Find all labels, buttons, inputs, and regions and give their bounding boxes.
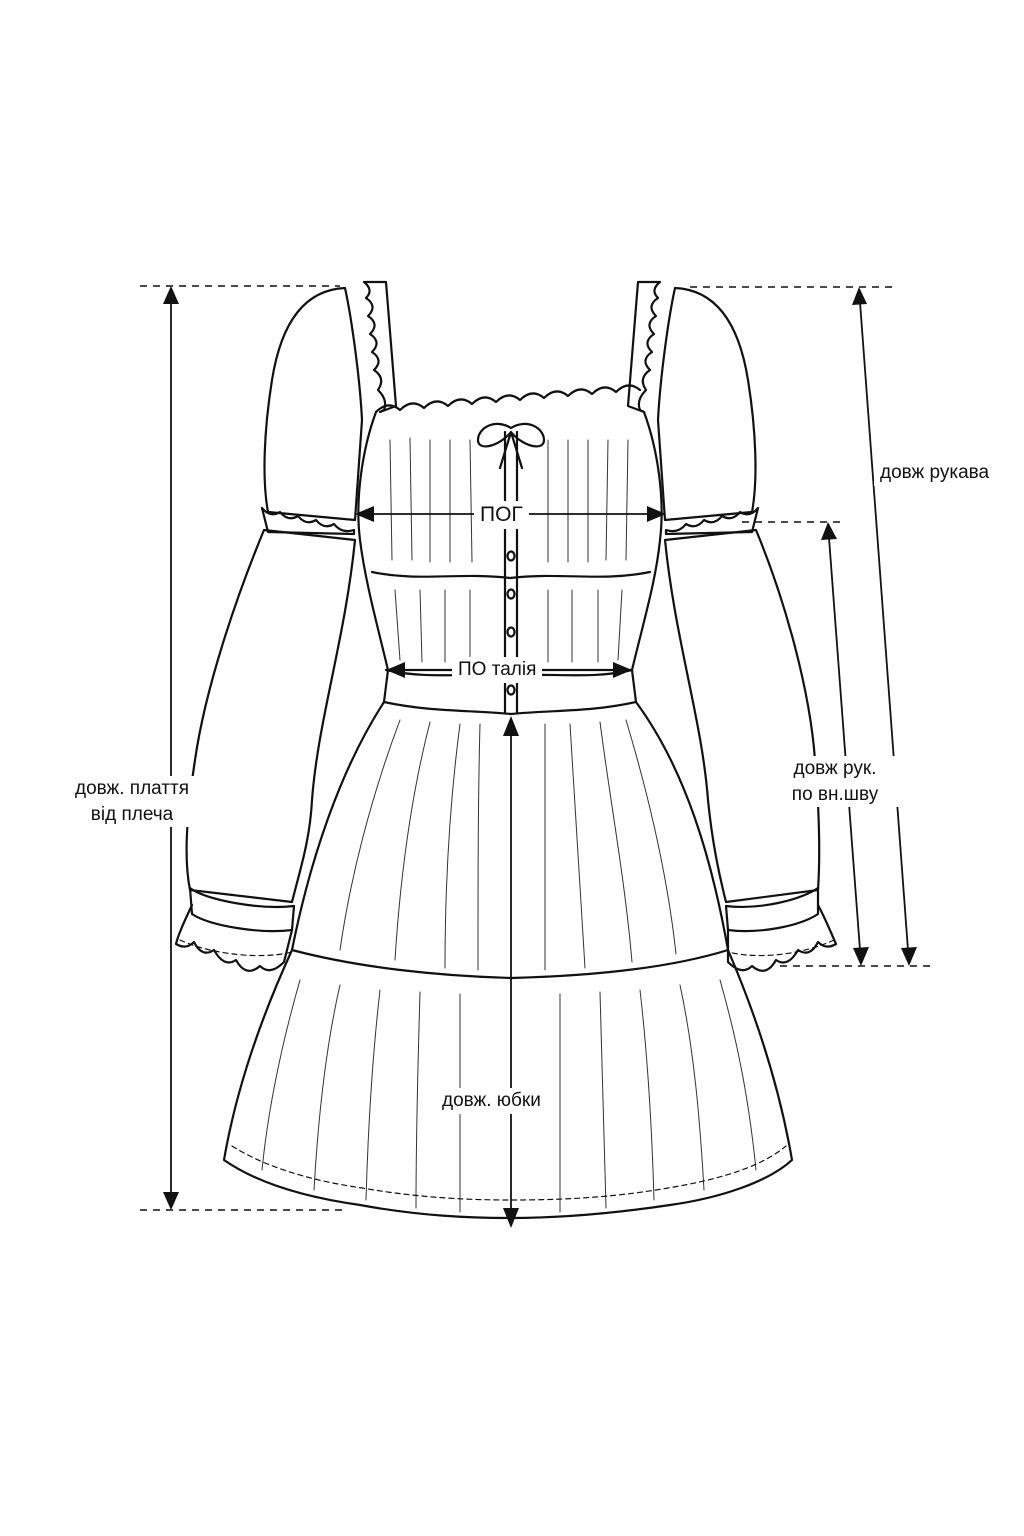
right-sleeve-puff [656, 286, 757, 522]
inner-sleeve-label-line2: по вн.шву [760, 781, 910, 808]
left-sleeve-elbow-ruffle [260, 506, 356, 536]
sleeve-length-label: довж рукава [874, 460, 996, 486]
sleeve-length-arrow [859, 301, 909, 951]
skirt-length-label: довж. юбки [436, 1088, 547, 1114]
neck-bow [476, 422, 546, 470]
inner-sleeve-label-line1: довж рук. [760, 756, 910, 782]
button [506, 684, 516, 696]
bust-label: ПОГ [474, 501, 529, 530]
skirt-upper-tier [290, 700, 730, 980]
left-strap [362, 280, 398, 414]
right-sleeve-lower [663, 528, 821, 904]
left-sleeve-puff [263, 286, 364, 522]
dress-length-label-line2: від плеча [52, 801, 212, 828]
right-sleeve-cuff [724, 886, 820, 933]
dress-length-label-line1: довж. плаття [52, 776, 212, 802]
right-sleeve-elbow-ruffle [664, 506, 760, 536]
right-sleeve-frill [726, 903, 838, 972]
inner-sleeve-label: довж рук. по вн.шву [760, 756, 910, 808]
dress-length-label: довж. плаття від плеча [52, 776, 212, 828]
left-sleeve-lower [185, 528, 357, 904]
waist-label: ПО талія [452, 657, 543, 683]
hem-stitch [231, 1145, 787, 1201]
left-sleeve-cuff [188, 886, 296, 933]
inner-sleeve-arrow [828, 537, 861, 951]
bodice-top-edge [374, 384, 642, 414]
dress-sketch [174, 280, 838, 1220]
button [506, 588, 516, 600]
bodice-seam-1 [370, 570, 652, 580]
waistband [382, 668, 638, 716]
button [506, 626, 516, 638]
right-strap [626, 280, 662, 414]
bodice-outline [357, 410, 663, 672]
button [506, 550, 516, 562]
left-sleeve-frill [174, 903, 294, 972]
